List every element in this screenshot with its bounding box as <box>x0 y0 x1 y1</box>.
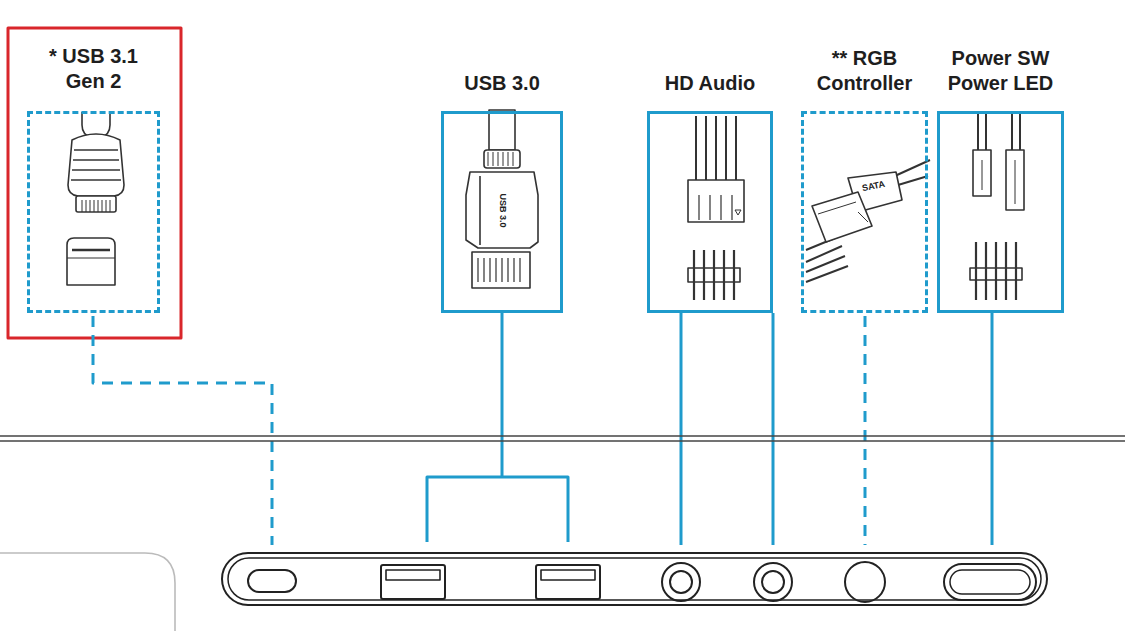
connector-marking: USB 3.0 <box>497 192 506 228</box>
dashed-connector-box: ** RGB Controller <box>801 111 928 313</box>
port-heading: * USB 3.1 Gen 2 <box>38 44 150 94</box>
port-heading: Power SW Power LED <box>938 46 1064 96</box>
port-heading: ** RGB Controller <box>798 46 932 96</box>
connector-box: Power SW Power LED <box>937 111 1064 313</box>
connector-box: HD Audio <box>647 111 773 313</box>
connector-marking: SATA <box>861 179 887 193</box>
port-heading: USB 3.0 <box>422 71 582 96</box>
dashed-connector-box: * USB 3.1 Gen 2 <box>27 111 160 313</box>
port-heading: HD Audio <box>630 71 790 96</box>
